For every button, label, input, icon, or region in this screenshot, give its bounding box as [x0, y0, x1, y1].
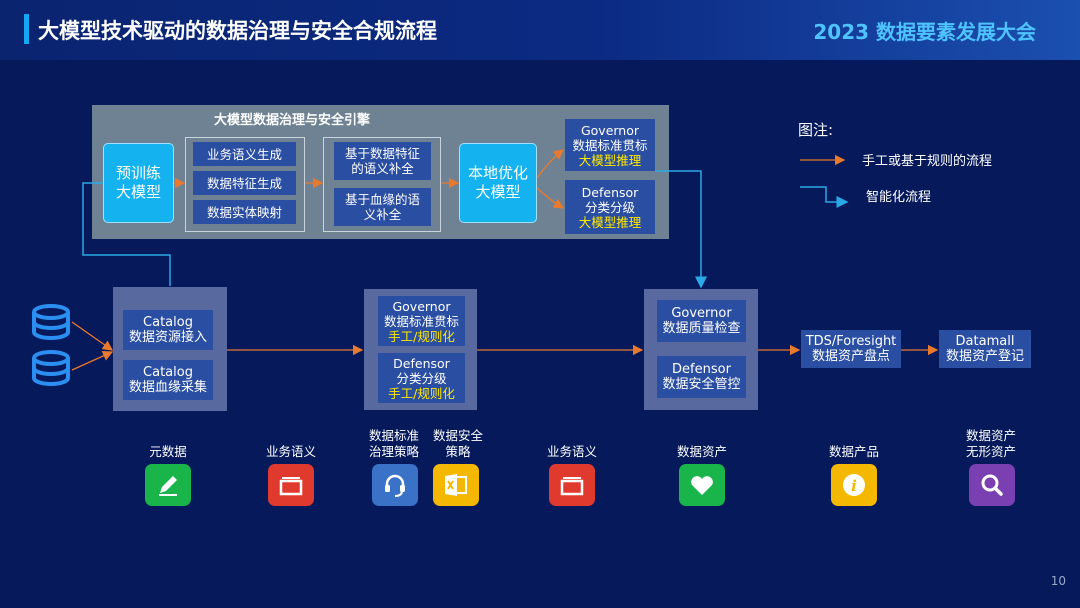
svg-text:i: i	[851, 477, 857, 495]
icon-label-data-product: 数据产品	[828, 444, 879, 459]
datamall-desc: 数据资产登记	[945, 349, 1024, 364]
icon-label-metadata: 元数据	[149, 444, 187, 459]
feature-complement-box: 基于数据特征 的语义补全	[334, 142, 431, 180]
governor-desc: 数据质量检查	[662, 321, 741, 336]
catalog-name: Catalog	[143, 365, 193, 380]
legend-manual-label: 手工或基于规则的流程	[862, 154, 993, 169]
defensor-desc: 分类分级	[584, 199, 635, 215]
header-bar	[0, 0, 1080, 60]
edit-icon	[145, 464, 191, 506]
tds-foresight-box: TDS/Foresight 数据资产盘点	[801, 330, 901, 368]
governor-tag: 大模型推理	[578, 152, 642, 168]
defensor-rule-box: Defensor 分类分级 手工/规则化	[378, 353, 465, 403]
search-icon	[969, 464, 1015, 506]
icon-label-semantic-2: 业务语义	[546, 444, 597, 459]
governor-desc: 数据标准贯标	[383, 313, 459, 329]
defensor-tag: 手工/规则化	[388, 385, 455, 401]
folder-icon	[549, 464, 595, 506]
defensor-desc: 分类分级	[396, 370, 447, 386]
defensor-llm-box: Defensor 分类分级 大模型推理	[565, 180, 655, 234]
heart-icon	[679, 464, 725, 506]
page-title: 大模型技术驱动的数据治理与安全合规流程	[38, 19, 437, 43]
governor-llm-box: Governor 数据标准贯标 大模型推理	[565, 119, 655, 171]
icon-label-data-asset: 数据资产	[676, 444, 727, 459]
excel-icon	[433, 464, 479, 506]
info-icon: i	[831, 464, 877, 506]
governor-tag: 手工/规则化	[388, 328, 455, 344]
governor-name: Governor	[580, 122, 640, 138]
headset-icon	[372, 464, 418, 506]
feature-gen-box: 数据特征生成	[193, 171, 296, 195]
defensor-name: Defensor	[672, 362, 731, 377]
engine-title: 大模型数据治理与安全引擎	[213, 113, 370, 128]
catalog-name: Catalog	[143, 315, 193, 330]
defensor-desc: 数据安全管控	[662, 377, 741, 392]
governor-name: Governor	[392, 298, 451, 314]
icon-label-security-policy: 数据安全 策略	[432, 428, 483, 459]
local-model-box: 本地优化 大模型	[459, 143, 537, 223]
catalog-desc: 数据资源接入	[128, 330, 207, 345]
governor-quality-box: Governor 数据质量检查	[657, 300, 746, 342]
lineage-complement-box: 基于血缘的语 义补全	[334, 188, 431, 226]
catalog-desc: 数据血缘采集	[128, 380, 207, 395]
folder-icon	[268, 464, 314, 506]
legend-smart-label: 智能化流程	[866, 190, 932, 205]
legend-title: 图注:	[798, 121, 834, 139]
title-accent-bar	[24, 14, 29, 44]
datamall-box: Datamall 数据资产登记	[939, 330, 1031, 368]
semantic-gen-box: 业务语义生成	[193, 142, 296, 166]
entity-map-box: 数据实体映射	[193, 200, 296, 224]
tds-desc: 数据资产盘点	[811, 349, 890, 364]
icon-label-standard-policy: 数据标准 治理策略	[368, 428, 419, 459]
complement-group	[323, 137, 441, 232]
database-icon	[32, 304, 70, 340]
conference-name: 2023 数据要素发展大会	[813, 20, 1036, 44]
governor-desc: 数据标准贯标	[572, 137, 648, 153]
catalog-resource-box: Catalog 数据资源接入	[123, 310, 213, 350]
governor-name: Governor	[671, 306, 732, 321]
defensor-name: Defensor	[581, 184, 639, 200]
page-number: 10	[1050, 574, 1066, 588]
catalog-lineage-box: Catalog 数据血缘采集	[123, 360, 213, 400]
icon-label-intangible-asset: 数据资产 无形资产	[965, 428, 1016, 459]
pretrain-model-box: 预训练 大模型	[103, 143, 174, 223]
governor-rule-box: Governor 数据标准贯标 手工/规则化	[378, 296, 465, 346]
database-icon	[32, 350, 70, 386]
semantic-group	[185, 137, 305, 232]
tds-name: TDS/Foresight	[805, 334, 897, 349]
icon-label-semantic: 业务语义	[265, 444, 316, 459]
datamall-name: Datamall	[955, 334, 1015, 349]
defensor-name: Defensor	[393, 355, 450, 371]
defensor-security-box: Defensor 数据安全管控	[657, 356, 746, 398]
defensor-tag: 大模型推理	[578, 214, 642, 230]
